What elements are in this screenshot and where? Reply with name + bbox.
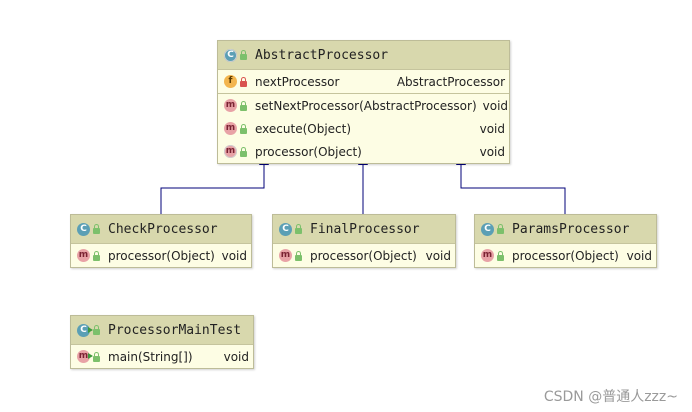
method-row[interactable]: m main(String[]) void: [71, 345, 253, 368]
class-box-params-processor[interactable]: C ParamsProcessor m processor(Object) vo…: [474, 214, 657, 268]
class-box-final-processor[interactable]: C FinalProcessor m processor(Object) voi…: [272, 214, 456, 268]
method-return-type: void: [482, 98, 509, 113]
class-box-check-processor[interactable]: C CheckProcessor m processor(Object) voi…: [70, 214, 252, 268]
method-return-type: void: [479, 144, 505, 159]
fields-section: f nextProcessor AbstractProcessor: [218, 70, 509, 94]
class-box-processor-main-test[interactable]: C ProcessorMainTest m main(String[]) voi…: [70, 315, 254, 369]
params-processor-extends-line: [456, 154, 566, 214]
public-icon: [295, 250, 302, 261]
public-icon: [240, 100, 247, 111]
class-name: AbstractProcessor: [255, 47, 389, 63]
public-icon: [295, 224, 302, 234]
public-icon: [93, 224, 100, 234]
methods-section: m processor(Object) void: [273, 244, 455, 267]
abstract-class-icon: C: [224, 48, 237, 62]
method-icon: m: [279, 249, 292, 262]
class-header: C ParamsProcessor: [475, 215, 656, 244]
class-name: CheckProcessor: [108, 221, 218, 237]
field-name: nextProcessor: [255, 74, 340, 89]
method-row[interactable]: m processor(Object) void: [475, 244, 656, 267]
method-return-type: void: [223, 349, 249, 364]
public-icon: [240, 123, 247, 134]
public-icon: [93, 325, 100, 335]
class-header: C FinalProcessor: [273, 215, 455, 244]
class-box-abstract-processor[interactable]: C AbstractProcessor f nextProcessor Abst…: [217, 40, 510, 164]
method-icon: m: [481, 249, 494, 262]
method-row[interactable]: m execute(Object) void: [218, 117, 509, 140]
public-icon: [240, 50, 247, 60]
methods-section: m processor(Object) void: [475, 244, 656, 267]
field-type: AbstractProcessor: [396, 74, 505, 89]
methods-section: m setNextProcessor(AbstractProcessor) vo…: [218, 94, 509, 163]
watermark: CSDN @普通人zzz~: [543, 389, 678, 405]
method-return-type: void: [626, 248, 652, 263]
check-processor-extends-line: [160, 154, 269, 214]
public-icon: [497, 250, 504, 261]
public-icon: [240, 146, 247, 157]
method-name: processor(Object): [108, 248, 215, 263]
class-name: FinalProcessor: [310, 221, 420, 237]
static-method-icon: m: [77, 350, 93, 363]
public-icon: [497, 224, 504, 234]
method-icon: m: [77, 249, 90, 262]
field-row[interactable]: f nextProcessor AbstractProcessor: [218, 70, 509, 93]
method-row[interactable]: m processor(Object) void: [273, 244, 455, 267]
abstract-method-icon: m: [224, 145, 237, 158]
class-icon: C: [279, 222, 292, 236]
method-icon: m: [224, 99, 237, 112]
method-return-type: void: [479, 121, 505, 136]
runnable-class-icon: C: [77, 323, 93, 337]
class-name: ParamsProcessor: [512, 221, 630, 237]
method-row[interactable]: m processor(Object) void: [71, 244, 251, 267]
method-row[interactable]: m setNextProcessor(AbstractProcessor) vo…: [218, 94, 509, 117]
method-row[interactable]: m processor(Object) void: [218, 140, 509, 163]
method-return-type: void: [425, 248, 451, 263]
class-icon: C: [77, 222, 90, 236]
public-icon: [93, 351, 100, 362]
method-name: processor(Object): [512, 248, 619, 263]
method-name: setNextProcessor(AbstractProcessor): [255, 98, 477, 113]
class-header: C AbstractProcessor: [218, 41, 509, 70]
class-name: ProcessorMainTest: [108, 322, 242, 338]
method-icon: m: [224, 122, 237, 135]
method-name: processor(Object): [310, 248, 417, 263]
class-header: C ProcessorMainTest: [71, 316, 253, 345]
methods-section: m main(String[]) void: [71, 345, 253, 368]
class-icon: C: [481, 222, 494, 236]
private-lock-icon: [240, 76, 247, 87]
public-icon: [93, 250, 100, 261]
method-return-type: void: [221, 248, 247, 263]
method-name: processor(Object): [255, 144, 362, 159]
class-header: C CheckProcessor: [71, 215, 251, 244]
field-icon: f: [224, 75, 237, 88]
method-name: execute(Object): [255, 121, 352, 136]
methods-section: m processor(Object) void: [71, 244, 251, 267]
method-name: main(String[]): [108, 349, 193, 364]
